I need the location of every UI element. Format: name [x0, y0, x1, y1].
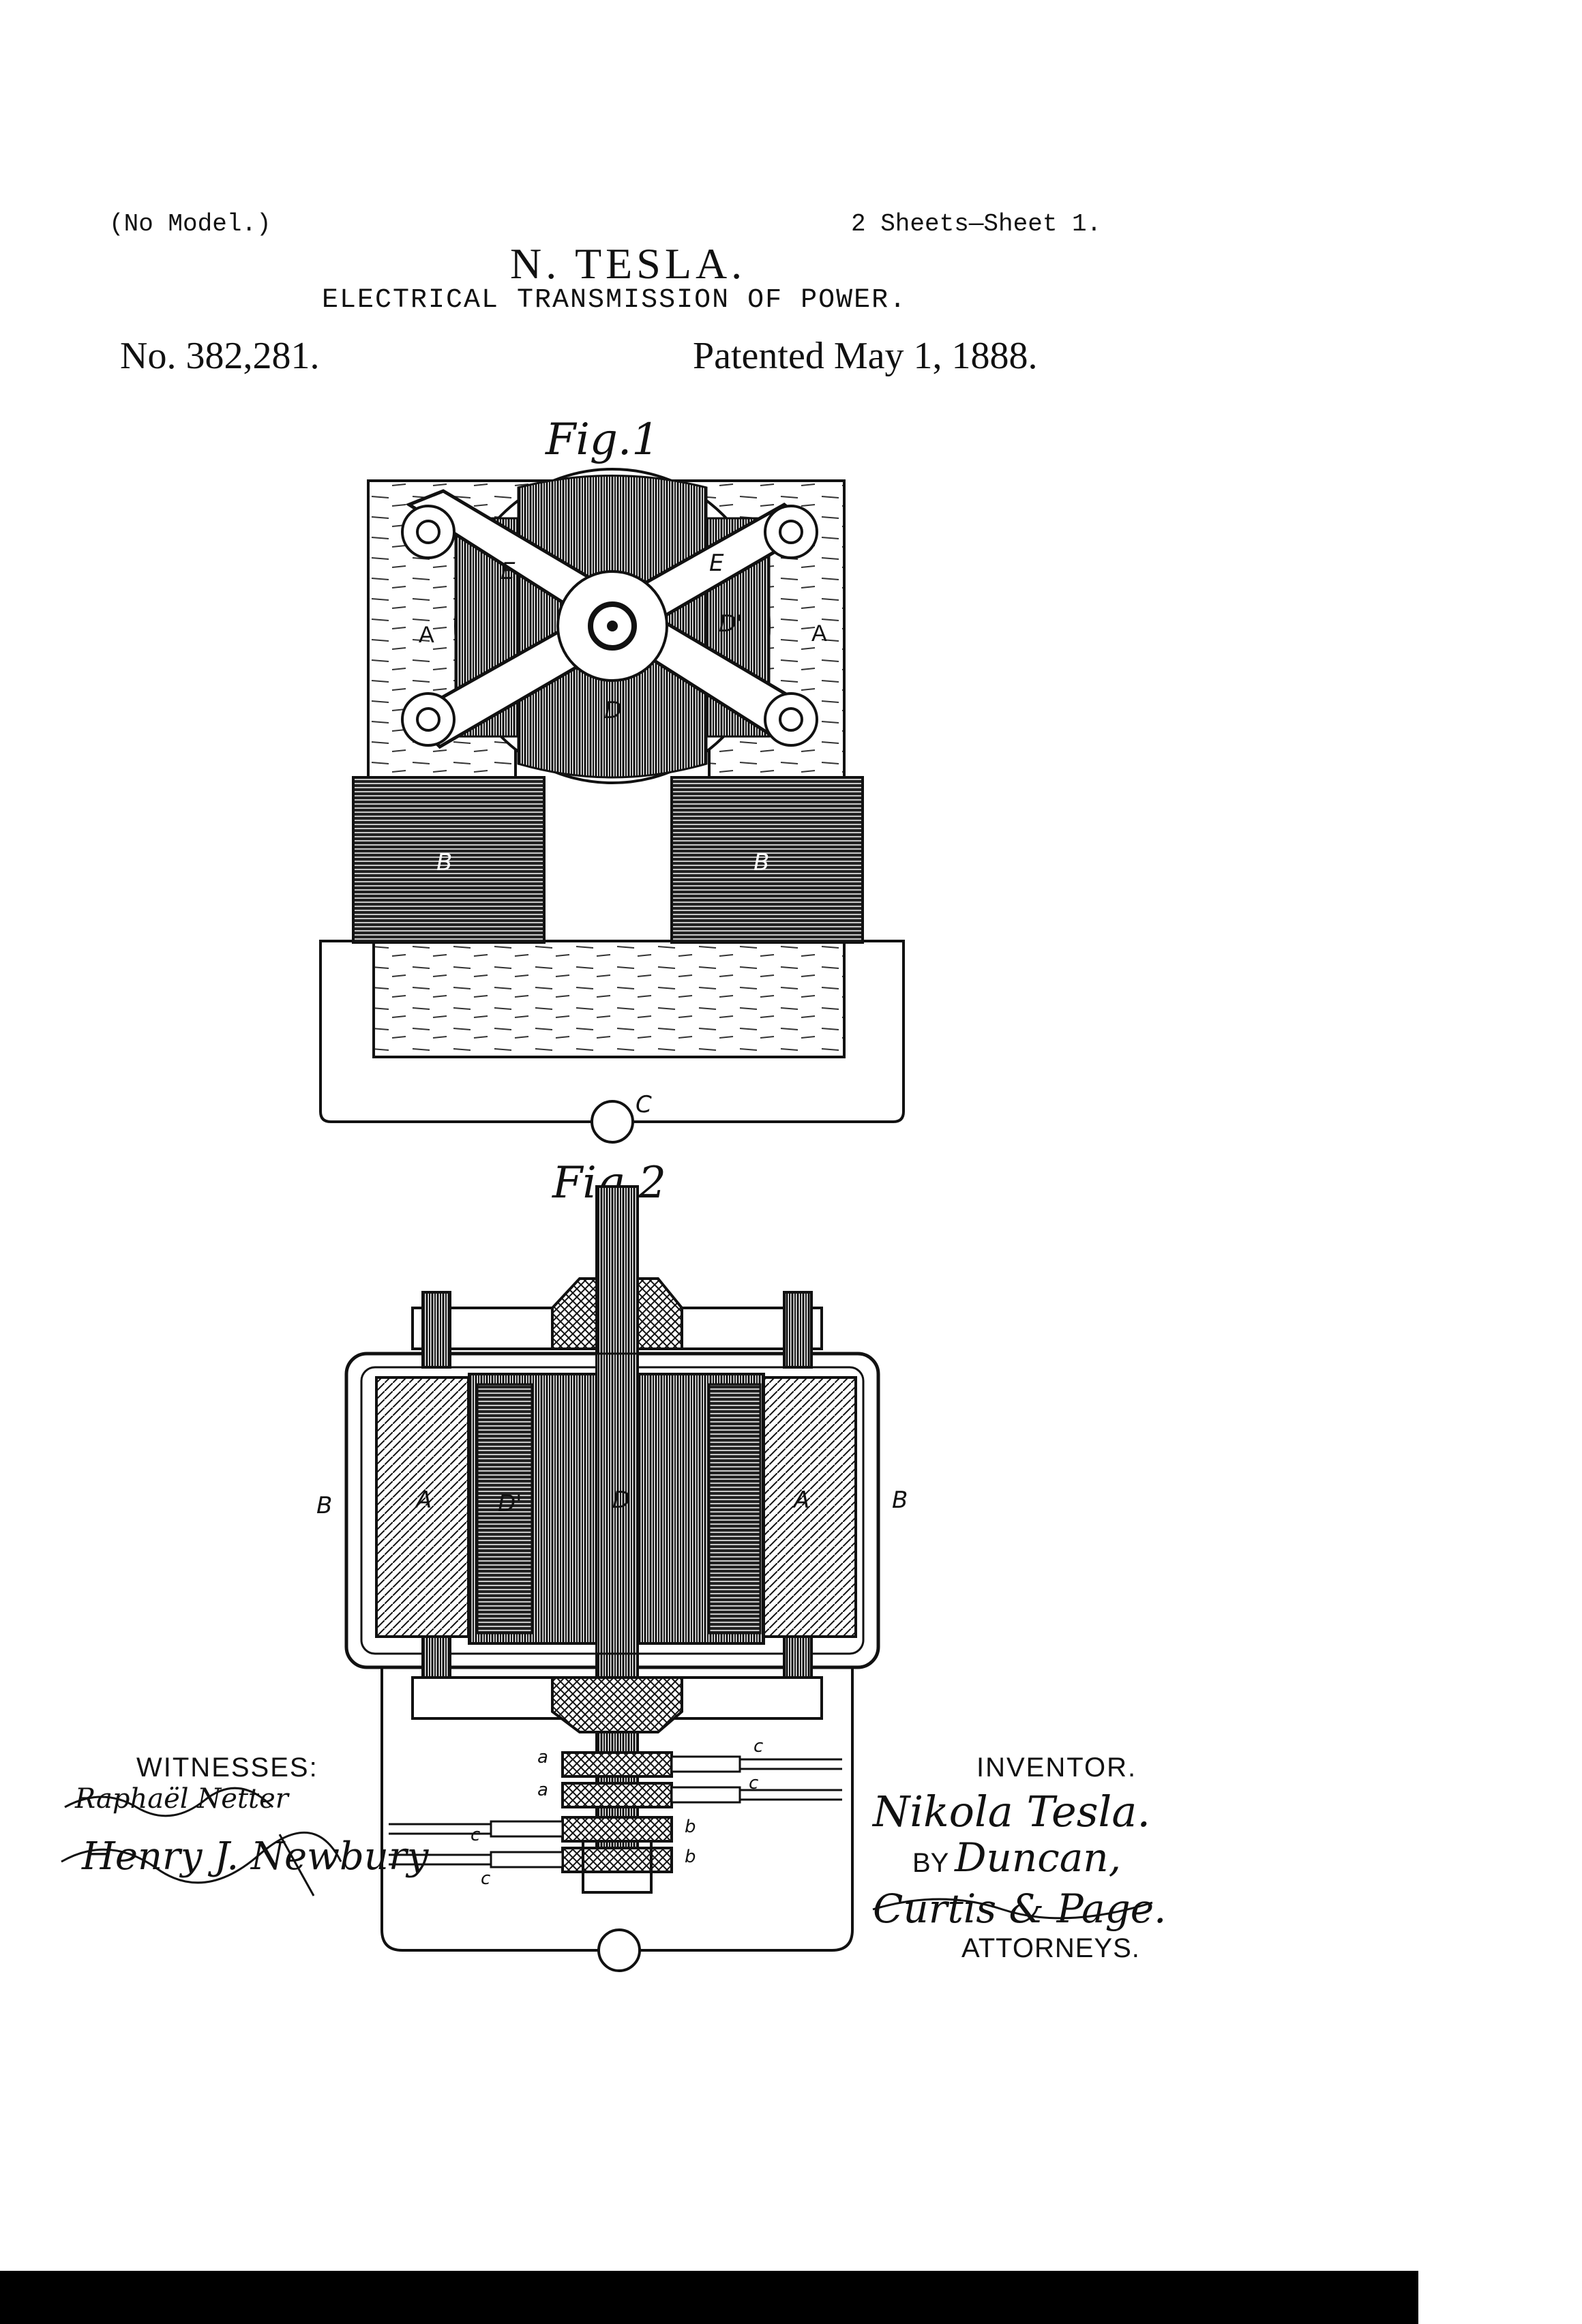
fig1-label-d-prime: D' [719, 610, 743, 638]
attorney-flourish [872, 1898, 1153, 1920]
fig2-label-c4: c [481, 1868, 491, 1889]
fig1-label-b-right: B [753, 849, 770, 876]
fig2-label-d-prime: D' [498, 1490, 522, 1517]
fig2-label-b-right: B [892, 1487, 908, 1514]
attorney-signature-2: Curtis & Page. [873, 1886, 1167, 1932]
fig2-label-c3: c [471, 1825, 481, 1845]
fig2-label-a-right: A [794, 1487, 810, 1514]
patent-title: ELECTRICAL TRANSMISSION OF POWER. [322, 285, 908, 316]
fig1-lower-yoke [372, 940, 846, 1058]
fig1-circle-c [591, 1100, 634, 1144]
fig2-label-a-left: A [416, 1487, 432, 1514]
witness-signatures [61, 1787, 342, 1896]
patent-date: Patented May 1, 1888. [693, 335, 1038, 377]
by-label: BY [912, 1848, 949, 1878]
fig2-core-a-right [762, 1376, 857, 1638]
fig2-core-a-left [375, 1376, 470, 1638]
fig1-coil-b-left [352, 776, 546, 944]
scan-bottom-bar [0, 2271, 1418, 2324]
fig1-caption: Fig.1 [546, 415, 659, 465]
fig2-label-a2: a [537, 1780, 548, 1800]
fig1-label-e-left: E [501, 558, 516, 585]
witness-2-signature: Henry J. Newbury [82, 1834, 429, 1879]
witnesses-label: WITNESSES: [136, 1753, 318, 1783]
witness-1-signature: Raphaël Netter [75, 1783, 288, 1815]
fig1-label-a-right: A [811, 621, 827, 646]
fig1-label-b-left: B [436, 849, 453, 876]
fig1-label-d: D [604, 697, 623, 724]
fig2-drawing [344, 1185, 880, 1972]
fig2-label-b-left: B [316, 1492, 333, 1519]
fig1-label-e-right: E [709, 550, 724, 577]
no-model-label: (No Model.) [109, 210, 271, 238]
fig1-label-c: C [636, 1091, 652, 1118]
fig2-label-c1: c [753, 1736, 764, 1757]
fig2-label-a1: a [537, 1747, 548, 1768]
fig2-label-d: D [612, 1487, 631, 1514]
attorneys-label: ATTORNEYS. [961, 1933, 1140, 1963]
inventor-label: INVENTOR. [976, 1753, 1137, 1783]
fig2-label-b1: b [685, 1817, 696, 1837]
fig1-drawing [319, 468, 905, 1144]
inventor-signature: Nikola Tesla. [873, 1787, 1151, 1836]
sheet-count: 2 Sheets—Sheet 1. [851, 210, 1102, 238]
fig1-label-a-left: A [419, 622, 434, 648]
fig1-coil-b-right [670, 776, 864, 944]
fig2-label-c2: c [749, 1773, 759, 1793]
inventor-name: N. TESLA. [510, 239, 747, 288]
attorney-signature-1: Duncan, [955, 1834, 1122, 1881]
patent-number: No. 382,281. [120, 335, 320, 377]
fig2-label-b2: b [685, 1847, 696, 1867]
